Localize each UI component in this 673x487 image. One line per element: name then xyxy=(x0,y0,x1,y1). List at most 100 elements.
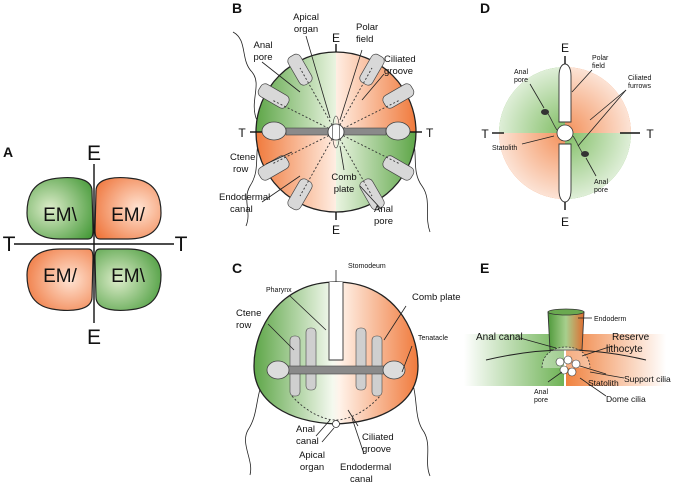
panel-d-label-ciliated-furrows-2: furrows xyxy=(628,83,651,90)
cell-label-top-right: EM/ xyxy=(111,205,146,226)
panel-d-letter: D xyxy=(480,0,490,16)
panel-b-axis-e-top: E xyxy=(332,31,340,45)
panel-d-statolith xyxy=(556,124,574,142)
panel-d-label-anal-pore-bottom: Anal xyxy=(594,179,608,186)
panel-d-axis-t-right: T xyxy=(646,127,654,141)
panel-c-label-ctene-row: Ctene xyxy=(236,308,261,319)
panel-c-label-endodermal-canal-2: canal xyxy=(350,474,373,485)
panel-c-letter: C xyxy=(232,260,242,276)
panel-d-ciliated-furrow-2 xyxy=(572,135,584,155)
panel-a-axis-e-bottom: E xyxy=(87,326,101,349)
panel-c-pharynx xyxy=(328,282,344,361)
cell-top-right xyxy=(94,177,162,240)
panel-e-label-statolith: Statolith xyxy=(588,378,619,388)
panel-c: C Stomodeum Pharynx Comb plate xyxy=(232,260,461,485)
panel-b-polar-field xyxy=(332,115,340,149)
panel-b-tentacle-bulb-right xyxy=(385,121,411,141)
panel-b-label-polar-field: Polar xyxy=(356,22,378,33)
panel-c-label-ciliated-groove-2: groove xyxy=(362,444,391,455)
panel-d-anal-pore-top xyxy=(541,109,549,115)
panel-b-tentacle-bulb-left xyxy=(261,121,287,141)
panel-b-label-ctene-row-2: row xyxy=(233,164,248,175)
cell-bottom-right xyxy=(94,248,162,311)
panel-b-label-endodermal-canal-2: canal xyxy=(230,204,253,215)
panel-b-axis-e-bottom: E xyxy=(332,223,340,237)
panel-b-label-comb-plate-2: plate xyxy=(334,184,355,195)
panel-b-label-comb-plate: Comb xyxy=(331,172,356,183)
panel-c-label-apical-organ-2: organ xyxy=(300,462,324,473)
panel-b-axis-t-left: T xyxy=(238,126,246,140)
panel-d-label-anal-pore-top-2: pore xyxy=(514,77,528,84)
panel-c-label-ctene-row-2: row xyxy=(236,320,251,331)
cell-bottom-left xyxy=(26,248,94,311)
panel-e-label-reserve: Reserve xyxy=(612,332,650,343)
panel-e-label-anal-pore-2: pore xyxy=(534,397,548,404)
panel-b-label-apical-organ-2: organ xyxy=(294,24,318,35)
panel-c-label-comb-plate: Comb plate xyxy=(412,292,461,303)
panel-e-leaders xyxy=(519,317,625,397)
panel-d-label-polar-field-2: field xyxy=(592,63,605,70)
panel-a-axis-e-top: E xyxy=(87,142,101,165)
panel-c-leaders xyxy=(267,270,413,455)
panel-c-tentacle-bar xyxy=(285,365,387,375)
panel-d-ciliated-furrow-1 xyxy=(546,111,558,131)
panel-a-letter: A xyxy=(3,144,13,160)
panel-b-tentacle-left-top xyxy=(232,31,263,131)
panel-d-label-ciliated-furrows: Ciliated xyxy=(628,75,651,82)
panel-d-anal-pore-bottom xyxy=(581,151,589,157)
panel-c-label-tentacle: Tenatacle xyxy=(418,335,448,342)
cell-label-top-left: EM\ xyxy=(43,205,78,226)
panel-e: E Endoderm Anal canal Reserve lithocyte … xyxy=(464,260,671,404)
panel-d-polar-field-top xyxy=(558,63,572,123)
panel-d-label-anal-pore-bottom-2: pore xyxy=(594,187,608,194)
panel-e-label-lithocyte: lithocyte xyxy=(606,344,643,355)
panel-c-label-endodermal-canal: Endodermal xyxy=(340,462,391,473)
panel-e-label-dome-cilia: Dome cilia xyxy=(606,394,646,404)
panel-b-comb-rows xyxy=(257,53,415,211)
panel-d-polar-field-bottom xyxy=(558,143,572,203)
panel-c-tentacle-bulb-left xyxy=(266,360,290,380)
panel-c-tentacle-right xyxy=(407,373,431,477)
panel-b-leaders xyxy=(261,35,385,211)
panel-b-label-anal-pore-bottom-2: pore xyxy=(374,216,393,227)
panel-e-label-endoderm: Endoderm xyxy=(594,316,626,323)
panel-c-label-ciliated-groove: Ciliated xyxy=(362,432,394,443)
panel-c-label-apical-organ: Apical xyxy=(299,450,325,461)
panel-d-label-polar-field: Polar xyxy=(592,55,609,62)
panel-d: D E E T T Anal pore xyxy=(480,0,654,229)
panel-c-label-anal-canal-2: canal xyxy=(296,436,319,447)
panel-c-label-stomodeum: Stomodeum xyxy=(348,263,386,270)
panel-d-leaders xyxy=(521,69,627,177)
panel-c-comb-rows xyxy=(289,327,383,397)
panel-c-label-pharynx: Pharynx xyxy=(266,287,292,294)
panel-b-label-polar-field-2: field xyxy=(356,34,373,45)
panel-a-axis-t-right: T xyxy=(175,233,188,256)
panel-b-canals xyxy=(271,67,401,197)
panel-e-surface xyxy=(485,349,647,361)
panel-d-axis-e-bottom: E xyxy=(561,215,569,229)
panel-c-tentacle-bulb-right xyxy=(382,360,406,380)
panel-b-label-apical-organ: Apical xyxy=(293,12,319,23)
panel-e-letter: E xyxy=(480,260,489,276)
panel-d-axis-e-top: E xyxy=(561,41,569,55)
panel-e-label-anal-canal: Anal canal xyxy=(476,332,523,343)
panel-e-canal-opening xyxy=(547,308,585,316)
cell-top-left xyxy=(26,177,94,240)
panel-e-label-support-cilia: Support cilia xyxy=(624,374,671,384)
panel-a-axis-t-left: T xyxy=(3,233,16,256)
cell-label-bottom-right: EM\ xyxy=(111,266,146,287)
panel-e-label-anal-pore: Anal xyxy=(534,389,548,396)
panel-b-apical-organ xyxy=(327,123,345,141)
panel-a: A EM\ EM/ EM/ EM\ E E T T xyxy=(3,142,188,349)
panel-c-canal xyxy=(291,395,381,421)
panel-c-apical-organ xyxy=(332,420,340,428)
panel-b-label-ctene-row: Ctene xyxy=(230,152,255,163)
panel-d-label-anal-pore-top: Anal xyxy=(514,69,528,76)
cell-label-bottom-left: EM/ xyxy=(43,266,78,287)
panel-e-statolith-cells xyxy=(555,355,581,377)
panel-b-axis-t-right: T xyxy=(426,126,434,140)
panel-b-label-endodermal-canal: Endodermal xyxy=(219,192,270,203)
panel-b-label-anal-pore-top: Anal xyxy=(253,40,272,51)
panel-b-label-anal-pore-bottom: Anal xyxy=(374,204,393,215)
